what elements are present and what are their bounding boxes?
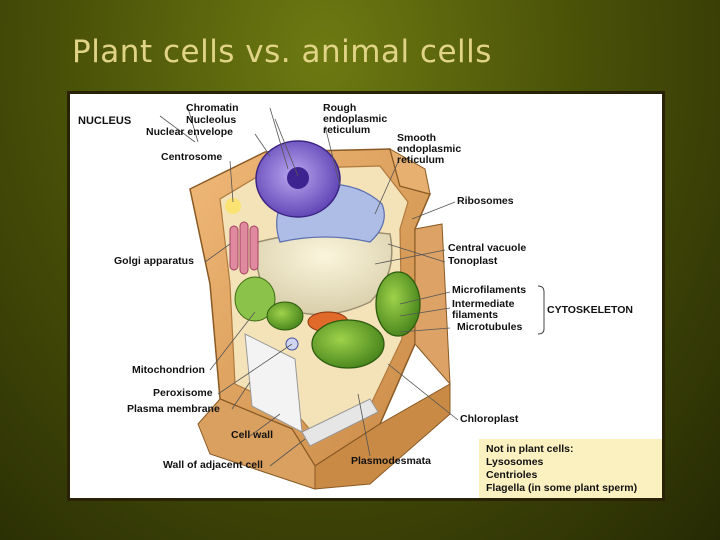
label-nucleolus: Nucleolus [186,114,237,126]
label-golgi-apparatus: Golgi apparatus [114,255,194,267]
slide-title: Plant cells vs. animal cells [72,34,492,70]
label-nuclear-envelope: Nuclear envelope [146,126,233,138]
label-smooth-er-3: reticulum [397,154,445,166]
chloroplast-shape-3 [266,301,304,331]
label-rough-er-2: endoplasmic [323,113,388,125]
leader-lines [159,107,459,467]
cytoskeleton-bracket [537,285,545,335]
label-microfilaments: Microfilaments [452,284,527,296]
label-peroxisome: Peroxisome [153,387,213,399]
golgi-shape [229,221,259,275]
label-centrosome: Centrosome [161,151,223,163]
label-plasma-membrane: Plasma membrane [127,403,220,415]
figure-frame: NUCLEUS Chromatin Nucleolus Nuclear enve… [67,91,665,501]
centrosome-shape [225,198,241,214]
label-microtubules: Microtubules [457,321,523,333]
note-item-lysosomes: Lysosomes [486,456,544,468]
label-central-vacuole: Central vacuole [448,242,527,254]
label-mitochondrion: Mitochondrion [132,364,205,376]
not-in-plant-cells-box: Not in plant cells: Lysosomes Centrioles… [479,439,662,498]
label-chloroplast: Chloroplast [460,413,519,425]
note-item-flagella: Flagella (in some plant sperm) [486,482,638,494]
note-item-centrioles: Centrioles [486,469,538,481]
label-intermediate-1: Intermediate [452,298,515,310]
label-tonoplast: Tonoplast [448,255,498,267]
label-plasmodesmata: Plasmodesmata [351,455,431,467]
chloroplast-shape-2 [375,271,421,337]
label-rough-er-3: reticulum [323,124,371,136]
mitochondrion-shape [234,276,276,322]
label-intermediate-2: filaments [452,309,499,321]
chloroplast-shape [311,319,385,369]
note-heading: Not in plant cells: [486,443,574,455]
cell-illustration [159,107,545,490]
label-chromatin: Chromatin [186,102,239,114]
label-cytoskeleton: CYTOSKELETON [547,304,633,316]
plant-cell-diagram: NUCLEUS Chromatin Nucleolus Nuclear enve… [70,94,662,498]
label-smooth-er-1: Smooth [397,132,437,144]
label-nucleus: NUCLEUS [78,115,132,127]
label-smooth-er-2: endoplasmic [397,143,462,155]
label-cell-wall: Cell wall [231,429,274,441]
label-ribosomes: Ribosomes [457,195,514,207]
nucleolus-shape [287,167,309,189]
label-wall-adjacent: Wall of adjacent cell [163,459,263,471]
label-rough-er-1: Rough [323,102,357,114]
